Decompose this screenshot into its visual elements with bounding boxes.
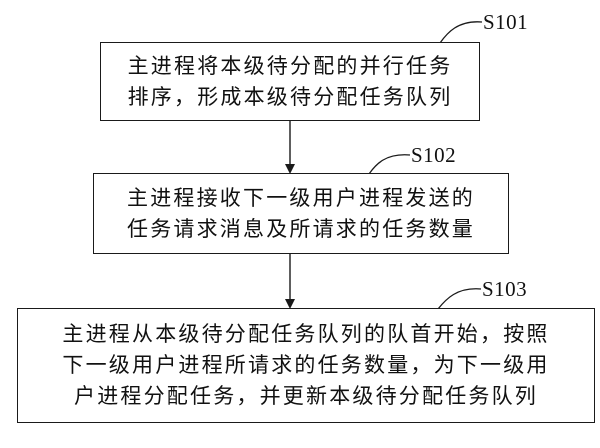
step-box-s102: 主进程接收下一级用户进程发送的 任务请求消息及所请求的任务数量 bbox=[93, 173, 509, 254]
step-text-line: 排序，形成本级待分配任务队列 bbox=[127, 84, 453, 109]
step-label-s101: S101 bbox=[483, 10, 529, 34]
leader-line-s101 bbox=[439, 21, 483, 44]
leader-line-s102 bbox=[368, 154, 411, 175]
step-text-line: 下一级用户进程所请求的任务数量，为下一级用 bbox=[62, 353, 550, 377]
step-text-line: 户进程分配任务，并更新本级待分配任务队列 bbox=[74, 384, 538, 408]
step-label-s102: S102 bbox=[411, 143, 457, 167]
step-box-s103: 主进程从本级待分配任务队列的队首开始，按照 下一级用户进程所请求的任务数量，为下… bbox=[17, 308, 595, 423]
step-text-line: 主进程将本级待分配的并行任务 bbox=[127, 53, 453, 78]
step-box-s101: 主进程将本级待分配的并行任务 排序，形成本级待分配任务队列 bbox=[100, 42, 480, 121]
step-text-line: 主进程从本级待分配任务队列的队首开始，按照 bbox=[62, 322, 550, 346]
step-text-line: 任务请求消息及所请求的任务数量 bbox=[127, 216, 475, 241]
step-text-line: 主进程接收下一级用户进程发送的 bbox=[127, 185, 475, 210]
step-label-s103: S103 bbox=[482, 277, 528, 301]
leader-line-s103 bbox=[437, 288, 482, 310]
